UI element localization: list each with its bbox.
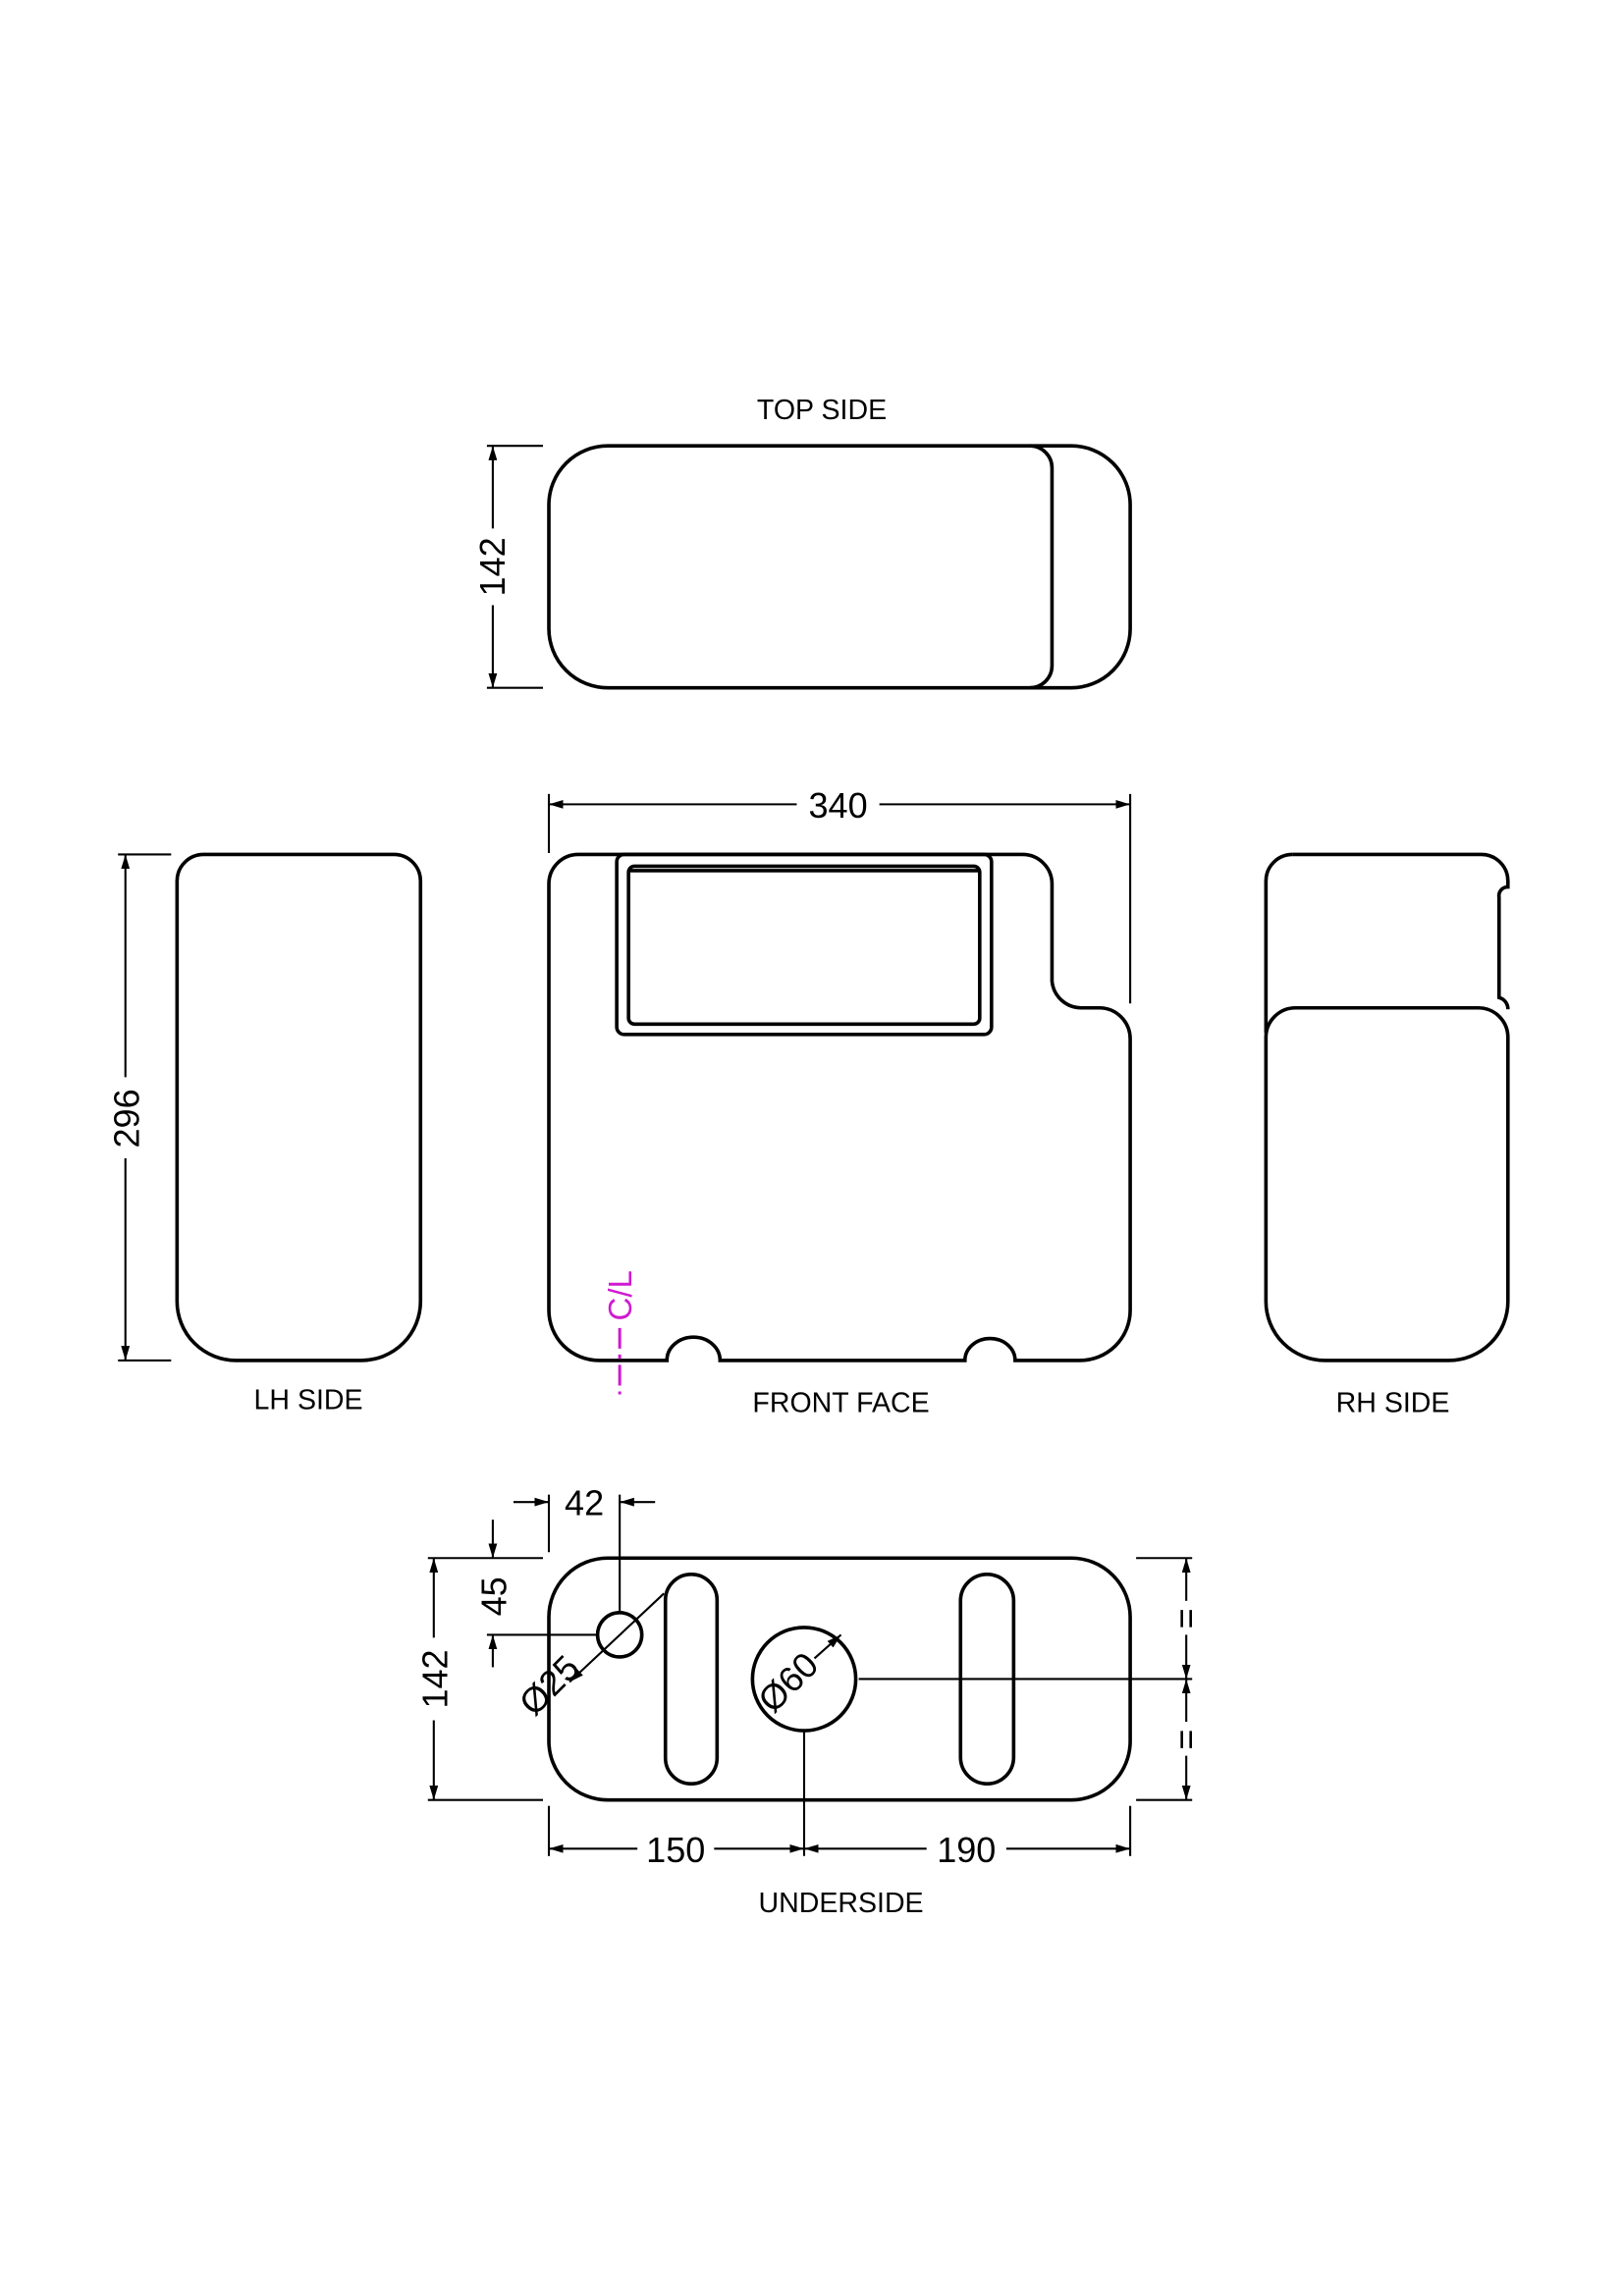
dimension-top-depth: 142 [472, 445, 544, 689]
centre-line-label: C/L [603, 1270, 639, 1320]
top-side-label: TOP SIDE [757, 395, 887, 426]
dim-296: 296 [106, 1089, 146, 1148]
dim-equal-top: = [1165, 1608, 1206, 1629]
dim-dia-25: Ø25 [512, 1647, 587, 1723]
dim-150: 150 [646, 1830, 705, 1870]
lh-side-view: LH SIDE 296 [106, 852, 423, 1415]
cistern-window-outer [615, 852, 994, 1037]
slot-left [663, 1572, 720, 1786]
underside-label: UNDERSIDE [758, 1888, 923, 1919]
top-side-view: TOP SIDE 142 [472, 395, 1132, 690]
front-face-view: C/L FRONT FACE [547, 852, 1132, 1418]
rh-side-label: RH SIDE [1336, 1387, 1450, 1418]
rh-side-view: RH SIDE [1264, 852, 1510, 1418]
dim-340: 340 [808, 785, 867, 826]
centre-line-marker: C/L [603, 1270, 639, 1395]
dimension-height: 296 [106, 853, 172, 1362]
dim-45: 45 [473, 1576, 514, 1616]
small-hole [595, 1611, 644, 1659]
cistern-window-inner [626, 864, 982, 1027]
dim-142-under: 142 [414, 1649, 455, 1708]
dim-190: 190 [937, 1830, 996, 1870]
dimension-width: 340 [547, 785, 1132, 1004]
dim-142-top: 142 [472, 537, 513, 596]
dim-equal-bottom: = [1165, 1730, 1206, 1750]
outlet-hole [750, 1626, 858, 1733]
dim-42: 42 [565, 1483, 604, 1523]
lh-side-label: LH SIDE [254, 1384, 363, 1415]
front-face-label: FRONT FACE [752, 1387, 929, 1418]
underside-view: 42 45 142 Ø25 Ø60 150 190 = [414, 1483, 1206, 1919]
